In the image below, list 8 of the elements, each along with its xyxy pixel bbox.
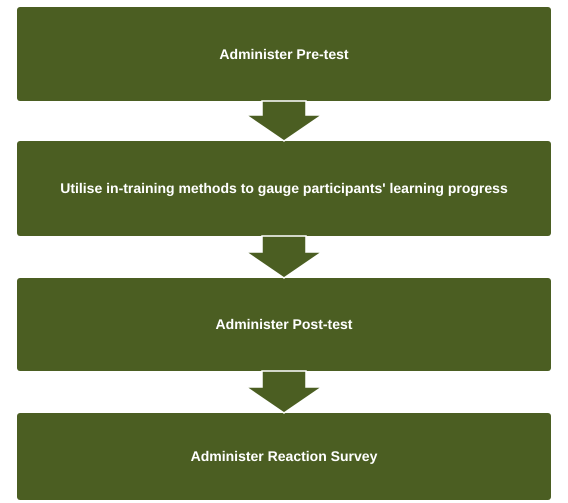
box-text: Administer Pre-test [219, 46, 349, 62]
process-box [17, 413, 551, 500]
box-text: Administer Post-test [216, 316, 352, 333]
box-text: Utilise in-training methods to gauge participants' learning progress [60, 180, 508, 197]
process-box [17, 141, 551, 236]
process-box [17, 7, 551, 101]
process-box [17, 278, 551, 371]
box-text: Administer Reaction Survey [190, 448, 378, 465]
